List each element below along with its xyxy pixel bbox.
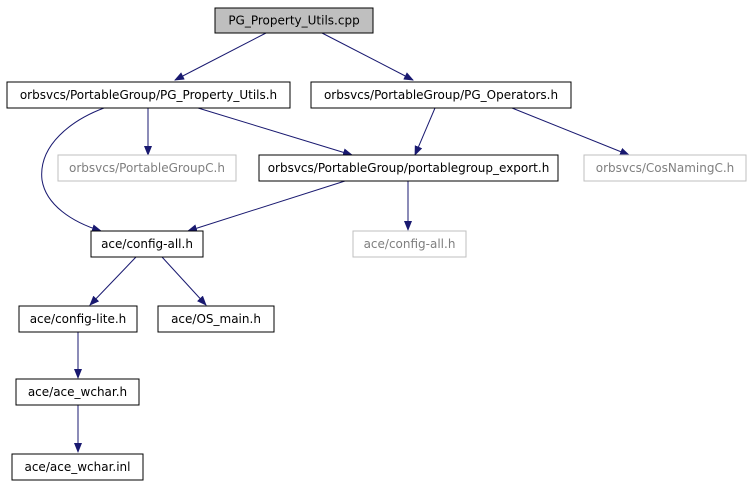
graph-node-portablegroupc-h[interactable]: orbsvcs/PortableGroupC.h: [57, 154, 237, 182]
edge-operators-h-to-export-h: [414, 107, 436, 156]
graph-node-config-lite-h[interactable]: ace/config-lite.h: [18, 305, 138, 333]
node-label: ace/OS_main.h: [171, 312, 261, 326]
graph-node-cosnamingc-h[interactable]: orbsvcs/CosNamingC.h: [583, 154, 747, 182]
graph-node-os-main-h[interactable]: ace/OS_main.h: [157, 305, 275, 333]
edges: [41, 32, 630, 453]
graph-node-config-all-h-external[interactable]: ace/config-all.h: [352, 230, 467, 258]
node-label: ace/config-lite.h: [30, 312, 127, 326]
node-label: orbsvcs/PortableGroupC.h: [69, 161, 225, 175]
node-label: orbsvcs/PortableGroup/PG_Property_Utils.…: [20, 88, 277, 102]
graph-node-pg-property-utils-h[interactable]: orbsvcs/PortableGroup/PG_Property_Utils.…: [6, 81, 291, 109]
node-label: ace/config-all.h: [364, 237, 456, 251]
graph-node-config-all-h[interactable]: ace/config-all.h: [90, 230, 204, 258]
node-label: orbsvcs/CosNamingC.h: [596, 161, 735, 175]
node-label: PG_Property_Utils.cpp: [228, 14, 359, 28]
graph-node-pg-operators-h[interactable]: orbsvcs/PortableGroup/PG_Operators.h: [310, 81, 572, 109]
graph-node-ace-wchar-h[interactable]: ace/ace_wchar.h: [15, 378, 140, 406]
node-label: ace/ace_wchar.h: [28, 385, 127, 399]
edge-operators-h-to-cosnamingc-h: [511, 107, 630, 156]
edge-config-all-h-to-os-main-h: [161, 256, 207, 306]
graph-node-portablegroup-export-h[interactable]: orbsvcs/PortableGroup/portablegroup_expo…: [258, 154, 559, 182]
node-label: ace/ace_wchar.inl: [24, 460, 130, 474]
graph-node-ace-wchar-inl[interactable]: ace/ace_wchar.inl: [11, 453, 144, 481]
edge-cpp-to-operators-h: [321, 32, 414, 81]
edge-property-utils-h-to-config-all-h: [41, 107, 105, 233]
edge-property-utils-h-to-export-h: [197, 107, 353, 157]
node-label: ace/config-all.h: [101, 237, 193, 251]
edge-cpp-to-property-utils-h: [174, 32, 267, 81]
edge-config-all-h-to-config-lite-h: [89, 256, 137, 306]
node-label: orbsvcs/PortableGroup/PG_Operators.h: [324, 88, 558, 102]
graph-node-pg-property-utils-cpp[interactable]: PG_Property_Utils.cpp: [214, 7, 374, 34]
edge-export-h-to-config-all-h: [187, 180, 346, 233]
node-label: orbsvcs/PortableGroup/portablegroup_expo…: [268, 161, 550, 175]
